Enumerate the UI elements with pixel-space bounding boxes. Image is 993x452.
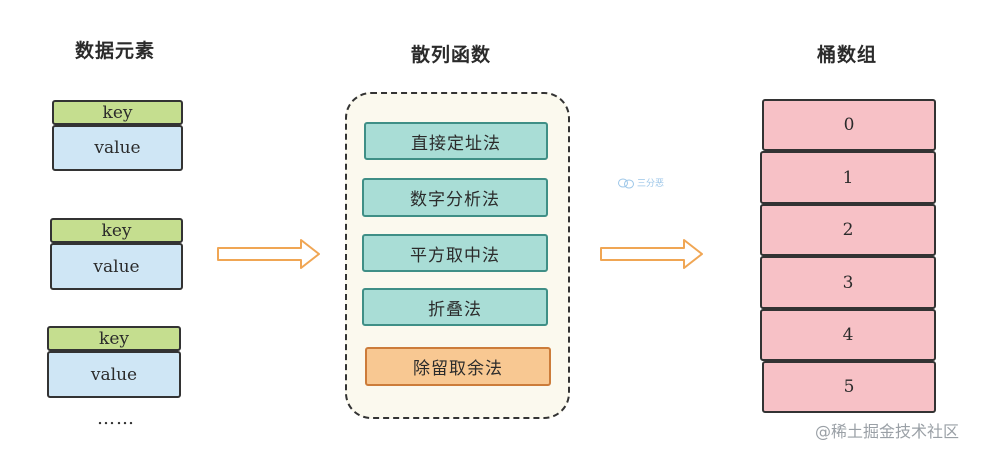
data-element-2-value: value — [50, 243, 183, 290]
bucket-3: 3 — [760, 256, 936, 309]
data-elements-heading: 数据元素 — [75, 40, 156, 62]
data-element-2-key: key — [50, 218, 183, 243]
arrow-to-hash-function-icon — [217, 239, 320, 269]
hash-function-heading: 散列函数 — [411, 44, 492, 66]
bucket-0: 0 — [762, 99, 936, 151]
data-element-1-value: value — [52, 125, 183, 171]
more-elements-ellipsis: …… — [97, 408, 135, 429]
method-division-remainder: 除留取余法 — [365, 347, 551, 386]
method-folding: 折叠法 — [362, 288, 548, 326]
bucket-5: 5 — [762, 361, 936, 413]
arrow-to-bucket-array-icon — [600, 239, 703, 269]
data-element-3-key: key — [47, 326, 181, 351]
method-digit-analysis: 数字分析法 — [362, 178, 548, 217]
watermark-text: @稀土掘金技术社区 — [815, 422, 960, 441]
faint-logo-text: 三分恶 — [637, 179, 665, 189]
bucket-4: 4 — [760, 309, 936, 361]
method-mid-square: 平方取中法 — [362, 234, 548, 272]
faint-logo: 三分恶 — [618, 176, 664, 189]
method-direct-addressing: 直接定址法 — [364, 122, 548, 160]
bucket-array-heading: 桶数组 — [817, 44, 878, 66]
chat-bubbles-icon — [618, 178, 634, 188]
data-element-3-value: value — [47, 351, 181, 398]
bucket-1: 1 — [760, 151, 936, 204]
bucket-2: 2 — [760, 204, 936, 256]
data-element-1-key: key — [52, 100, 183, 125]
